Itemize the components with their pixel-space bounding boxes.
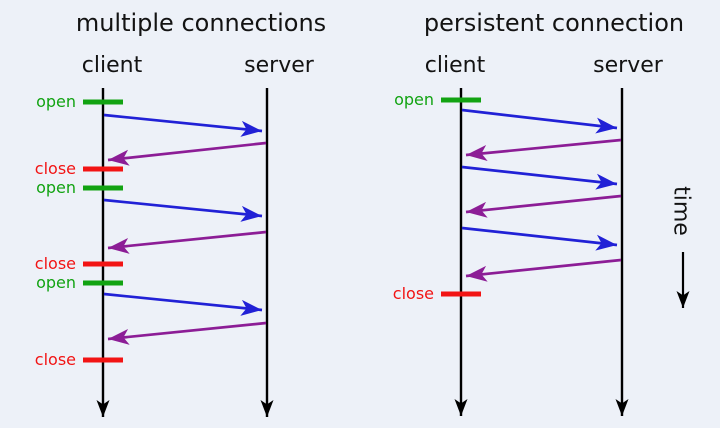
event-label-close: close (392, 284, 434, 303)
server-label-left: server (244, 53, 314, 78)
event-label-close: close (34, 350, 76, 369)
response-arrow (465, 138, 622, 161)
request-arrow (103, 198, 263, 222)
response-arrow (107, 230, 267, 254)
event-label-open: open (36, 178, 76, 197)
request-arrow (103, 292, 263, 316)
event-label-open: open (36, 273, 76, 292)
request-arrow (461, 108, 618, 134)
response-arrow (107, 141, 267, 166)
event-label-open: open (394, 90, 434, 109)
server-label-right: server (593, 53, 663, 78)
response-arrow (465, 258, 622, 282)
time-axis-label: time (668, 186, 694, 236)
request-arrow (461, 226, 618, 251)
client-label-left: client (81, 53, 143, 78)
request-arrow (103, 113, 263, 137)
response-arrow (107, 321, 267, 345)
event-label-close: close (34, 159, 76, 178)
event-label-open: open (36, 92, 76, 111)
request-arrow (461, 165, 618, 190)
event-label-close: close (34, 254, 76, 273)
title-multiple-connections: multiple connections (75, 9, 327, 37)
response-arrow (465, 194, 622, 218)
title-persistent-connection: persistent connection (423, 9, 685, 37)
client-label-right: client (424, 53, 486, 78)
